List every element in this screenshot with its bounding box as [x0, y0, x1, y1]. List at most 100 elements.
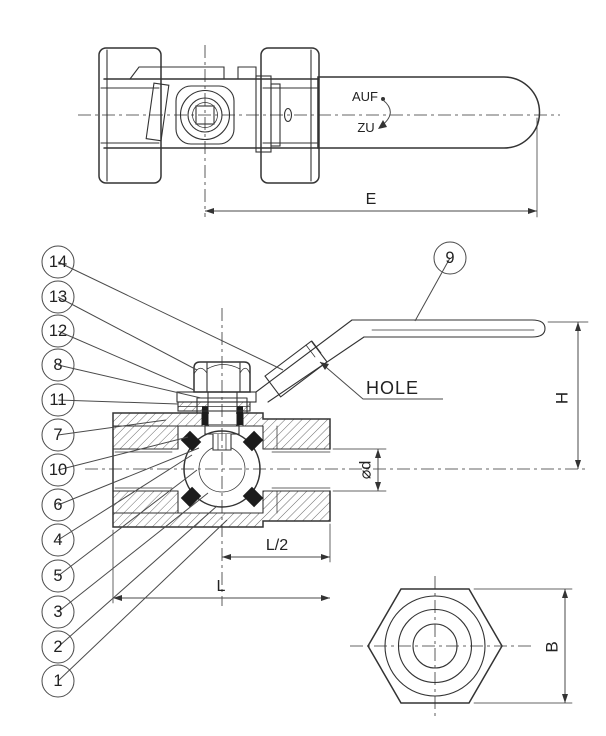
stem-nut [193, 361, 251, 393]
b-extension-lines [473, 588, 573, 704]
handle-hole-marks [305, 340, 322, 358]
callout-3: 3 [41, 595, 75, 629]
label-hole: HOLE [366, 378, 419, 398]
left-hex-nut [98, 47, 162, 184]
right-hex-nut [260, 47, 320, 184]
dim-l2: L/2 [266, 537, 288, 554]
label-closed: ZU [357, 120, 374, 135]
stem-circle [187, 97, 223, 133]
callout-7: 7 [41, 418, 75, 452]
hole-arrowhead-icon [320, 362, 329, 370]
stem-tang [217, 433, 227, 451]
svg-text:3: 3 [53, 603, 62, 621]
svg-text:9: 9 [445, 249, 454, 267]
dim-bore: ⌀d [358, 461, 375, 480]
end-outer-circle [384, 595, 486, 697]
stem-nut-facets [206, 362, 241, 393]
right-bore [262, 448, 331, 492]
handle-flat-outline [351, 319, 546, 338]
callout-12: 12 [41, 314, 75, 348]
svg-text:14: 14 [49, 253, 67, 271]
svg-text:7: 7 [53, 426, 62, 444]
svg-text:10: 10 [49, 461, 67, 479]
svg-text:1: 1 [53, 672, 62, 690]
left-threads [114, 451, 173, 489]
svg-text:5: 5 [53, 567, 62, 585]
callout-14: 14 [41, 245, 75, 279]
left-bore [112, 448, 179, 492]
handle-sleeve [264, 340, 328, 398]
gland-circle [179, 89, 231, 141]
l2-arrow-left-icon [222, 554, 231, 560]
callout-1: 1 [41, 664, 75, 698]
top-view: AUF ZU E [78, 45, 560, 218]
section-view: HOLE ⌀d H L/2 L [85, 308, 589, 606]
svg-text:6: 6 [53, 496, 62, 514]
rotation-dot [381, 97, 385, 101]
svg-text:2: 2 [53, 638, 62, 656]
handle-section [255, 319, 546, 403]
callout-2: 2 [41, 630, 75, 664]
handle-top-view [317, 76, 541, 149]
e-arrow-right-icon [528, 208, 537, 214]
b-arrow-bottom-icon [562, 694, 568, 703]
ball-slot [212, 433, 232, 451]
stop-lug [145, 82, 170, 142]
rotation-arrowhead-icon [378, 120, 387, 129]
packing-right [237, 406, 243, 425]
svg-text:11: 11 [49, 391, 66, 409]
callout-leaders [57, 257, 451, 682]
svg-text:4: 4 [53, 531, 62, 549]
callout-10: 10 [41, 453, 75, 487]
callout-5: 5 [41, 559, 75, 593]
d-extension-lines [332, 448, 387, 492]
dim-h: H [553, 392, 572, 404]
hole-leader [319, 361, 443, 400]
h-arrow-bottom-icon [575, 460, 581, 469]
callout-6: 6 [41, 488, 75, 522]
d-arrow-bottom-icon [375, 482, 381, 491]
label-open: AUF [352, 89, 378, 104]
svg-text:8: 8 [53, 356, 62, 374]
stem-nut-chamfers [193, 364, 251, 375]
end-view: B [350, 576, 573, 717]
stem-clear [209, 392, 236, 426]
hex-outline [367, 588, 503, 704]
end-bore-circle [412, 623, 458, 669]
callout-11: 11 [41, 383, 75, 417]
callout-balloons: 14 13 12 8 11 7 10 6 4 5 3 2 1 9 [41, 241, 467, 698]
handle-angled-bottom [267, 336, 365, 403]
l-arrow-left-icon [113, 595, 122, 601]
dim-e: E [366, 191, 377, 208]
dim-b: B [543, 641, 562, 652]
handle-bracket-inner [270, 83, 281, 147]
e-arrow-left-icon [205, 208, 214, 214]
svg-text:12: 12 [49, 322, 67, 340]
handle-angled-top [255, 319, 353, 393]
callout-13: 13 [41, 280, 75, 314]
body-neck [129, 66, 225, 80]
left-hex-facets [100, 87, 160, 144]
callout-4: 4 [41, 523, 75, 557]
seats [180, 430, 264, 508]
body-outline [112, 412, 331, 528]
packing-left [202, 406, 208, 425]
gland-octagon [175, 85, 235, 145]
bracket-hole [283, 107, 293, 123]
svg-text:13: 13 [49, 288, 67, 306]
l2-arrow-right-icon [321, 554, 330, 560]
handle-bracket [255, 75, 272, 153]
stem-square [195, 105, 215, 125]
stem-bore-circle [192, 102, 218, 128]
slot-clear [213, 434, 231, 450]
callout-9: 9 [433, 241, 467, 275]
right-hex-facets [262, 87, 318, 144]
l-arrow-right-icon [321, 595, 330, 601]
dim-l: L [217, 578, 226, 595]
b-arrow-top-icon [562, 589, 568, 598]
h-arrow-top-icon [575, 322, 581, 331]
callout-8: 8 [41, 348, 75, 382]
right-threads [271, 451, 331, 489]
